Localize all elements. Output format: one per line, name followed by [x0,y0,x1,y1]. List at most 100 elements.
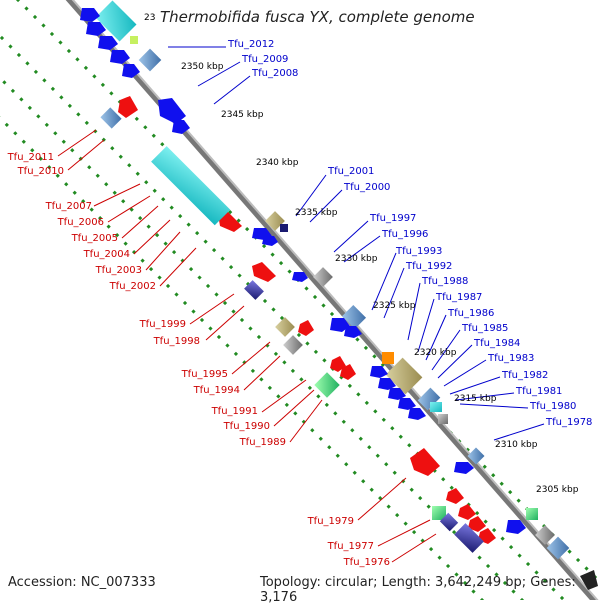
kbp-tick-label-partial: 23 [144,13,155,23]
kbp-tick-labels: 2350 kbp 2345 kbp 2340 kbp 2335 kbp 2330… [181,62,579,495]
genome-backbone [65,0,597,600]
kbp-tick-label: 2340 kbp [256,158,299,168]
gene-feature [118,96,138,118]
gene-label[interactable]: Tfu_1994 [193,385,240,396]
gene-feature [417,387,441,411]
gene-feature [468,516,486,532]
gene-feature [478,528,496,544]
gene-label[interactable]: Tfu_1999 [139,319,186,330]
gene-label[interactable]: Tfu_2000 [343,182,390,193]
gene-feature [265,211,285,231]
kbp-tick-label: 2320 kbp [414,348,457,358]
reverse-gene-labels: Tfu_2011 Tfu_2010 Tfu_2007 Tfu_2006 Tfu_… [7,152,390,568]
gene-label[interactable]: Tfu_1981 [515,386,562,397]
gene-feature [344,326,362,338]
gene-feature [438,414,448,424]
gene-feature [378,378,396,390]
gene-feature [341,304,367,330]
forward-strand-features [80,0,598,590]
gene-feature [262,236,278,246]
forward-gene-labels: Tfu_2012 Tfu_2009 Tfu_2008 Tfu_2001 Tfu_… [227,39,592,428]
gene-feature [467,447,485,465]
topology-text: Topology: circular; Length: 3,642,249 bp… [260,575,576,605]
gene-label[interactable]: Tfu_2007 [45,201,92,212]
gene-label[interactable]: Tfu_2011 [7,152,54,163]
gene-label[interactable]: Tfu_1985 [461,323,508,334]
gene-feature [138,48,162,72]
gene-feature [446,488,464,504]
gene-feature [580,570,598,590]
gene-feature [535,525,555,545]
gene-feature [330,318,350,332]
gene-feature [546,536,570,560]
gene-label[interactable]: Tfu_1998 [153,336,200,347]
gene-label[interactable]: Tfu_2005 [71,233,118,244]
gene-label[interactable]: Tfu_1980 [529,401,576,412]
kbp-tick-label: 2330 kbp [335,254,378,264]
gene-label[interactable]: Tfu_1986 [447,308,494,319]
gene-feature [86,22,106,36]
gene-feature [370,366,388,378]
gene-label[interactable]: Tfu_1996 [381,229,428,240]
gene-feature [244,280,264,300]
gene-label[interactable]: Tfu_1977 [327,541,374,552]
gene-label[interactable]: Tfu_1976 [343,557,390,568]
gene-label[interactable]: Tfu_1983 [487,353,534,364]
gene-feature [458,504,476,520]
gene-label[interactable]: Tfu_2003 [95,265,142,276]
gene-label[interactable]: Tfu_1992 [405,261,452,272]
gene-feature [110,50,130,64]
gene-label[interactable]: Tfu_1987 [435,292,482,303]
gene-feature [95,0,137,42]
gene-label[interactable]: Tfu_1988 [421,276,468,287]
gene-feature [408,408,426,420]
kbp-tick-label: 2335 kbp [295,208,338,218]
gene-label[interactable]: Tfu_2009 [241,54,288,65]
gene-label[interactable]: Tfu_2010 [17,166,64,177]
gene-label[interactable]: Tfu_1993 [395,246,442,257]
guide-line-inner-reverse [0,75,525,600]
gene-label[interactable]: Tfu_1978 [545,417,592,428]
gene-feature [151,146,231,226]
gene-label[interactable]: Tfu_2004 [83,249,130,260]
gene-feature [382,352,394,364]
gene-feature [80,8,100,22]
guide-line-outer-reverse [0,115,485,600]
gene-feature [410,448,440,476]
gene-feature [292,272,308,282]
gene-label[interactable]: Tfu_2002 [109,281,156,292]
gene-label[interactable]: Tfu_2012 [227,39,274,50]
gene-feature [283,335,303,355]
gene-label[interactable]: Tfu_1990 [223,421,270,432]
gene-label[interactable]: Tfu_1989 [239,437,286,448]
gene-label[interactable]: Tfu_1995 [181,369,228,380]
gene-feature [388,388,406,400]
label-leader-lines [57,46,545,563]
gene-feature [439,512,459,532]
gene-label[interactable]: Tfu_2008 [251,68,298,79]
reverse-strand-features [100,96,496,553]
gene-label[interactable]: Tfu_1997 [369,213,416,224]
gene-label[interactable]: Tfu_2006 [57,217,104,228]
gene-feature [430,402,442,412]
kbp-tick-label: 2305 kbp [536,485,579,495]
gene-feature [122,64,140,78]
gene-label[interactable]: Tfu_1982 [501,370,548,381]
kbp-tick-label: 2345 kbp [221,110,264,120]
guide-line-inner-forward [0,33,567,600]
gene-feature [298,320,314,336]
kbp-tick-label: 2350 kbp [181,62,224,72]
gene-feature [130,36,138,44]
gene-feature [314,372,340,398]
genome-backbone-shade [71,0,599,600]
gene-feature [280,224,288,232]
gene-label[interactable]: Tfu_1991 [211,406,258,417]
gene-label[interactable]: Tfu_1984 [473,338,520,349]
gene-feature [252,262,276,282]
gene-label[interactable]: Tfu_2001 [327,166,374,177]
gene-feature [385,357,423,395]
gene-label[interactable]: Tfu_1979 [307,516,354,527]
gene-feature [432,506,446,520]
